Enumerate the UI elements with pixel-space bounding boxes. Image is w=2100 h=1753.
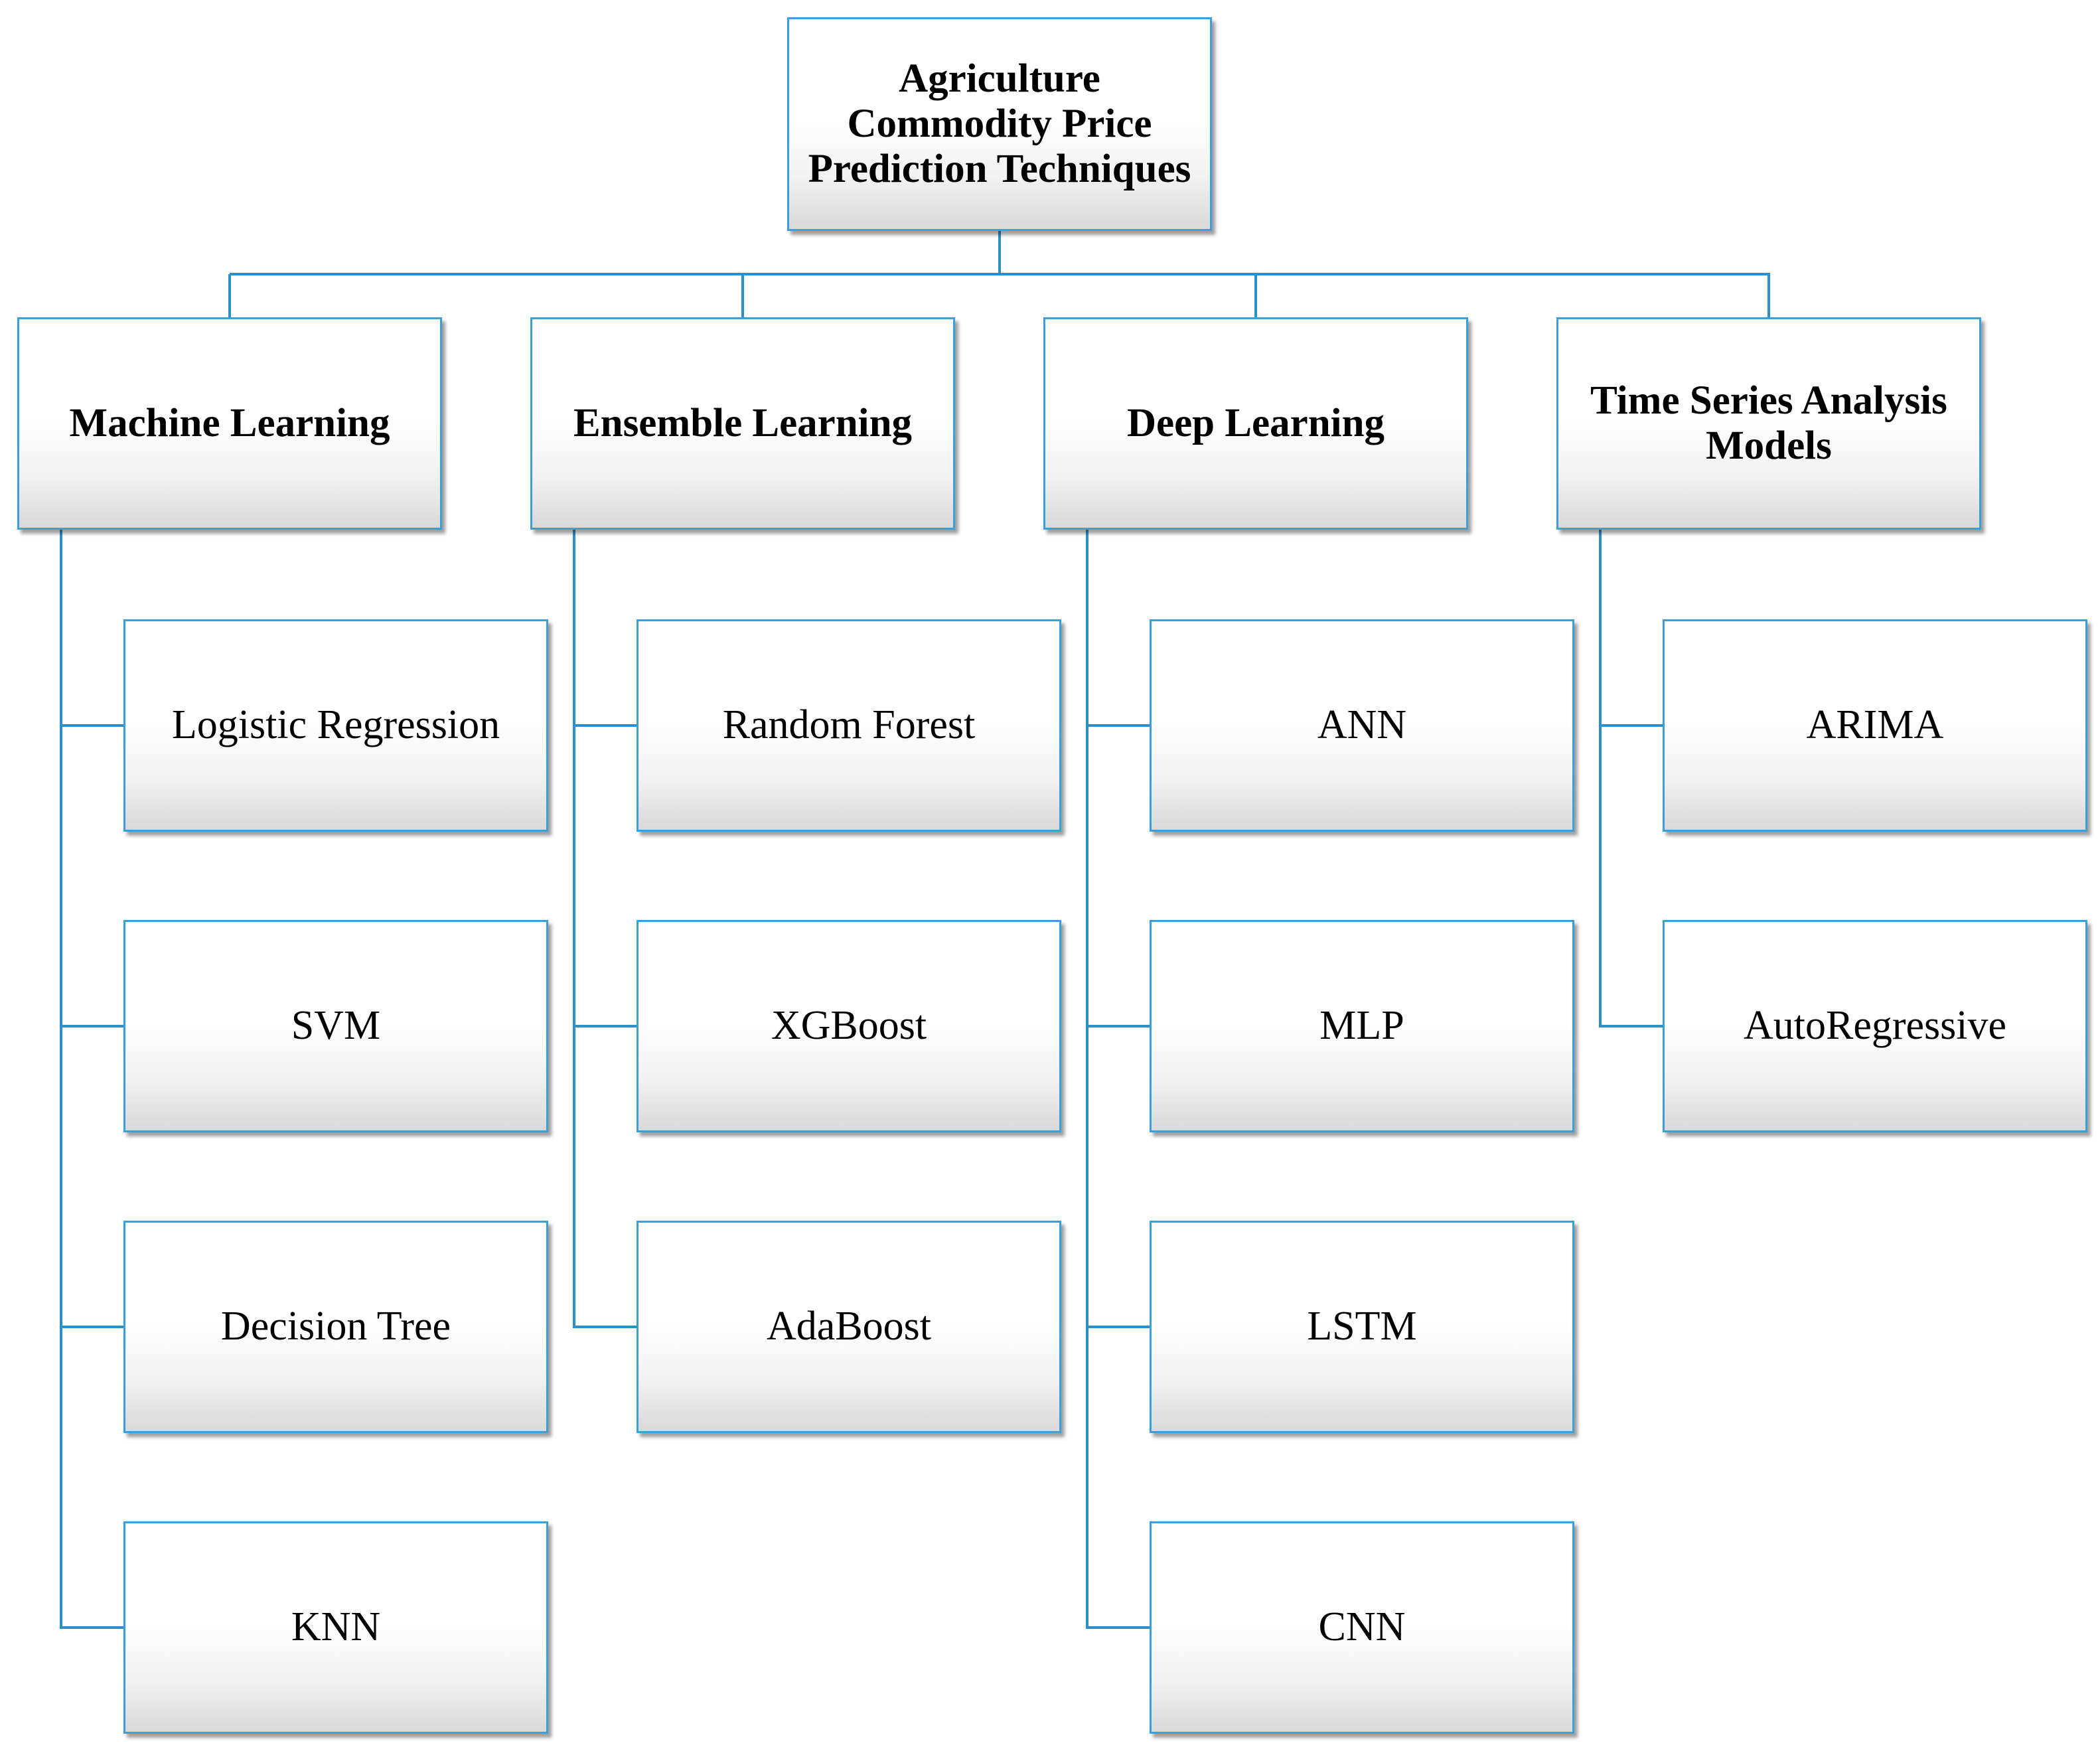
leaf-node-mlp-label: MLP (1319, 1003, 1404, 1049)
leaf-node-lstm-label: LSTM (1307, 1304, 1416, 1349)
leaf-node-random-forest: Random Forest (637, 619, 1061, 832)
branch-connector-ann (1087, 724, 1151, 727)
branch-connector-random-forest (574, 724, 638, 727)
category-node-machine-learning-line-1: Machine Learning (69, 400, 390, 445)
leaf-node-ann-label: ANN (1317, 702, 1406, 748)
leaf-node-svm: SVM (123, 920, 548, 1132)
branch-connector-cnn (1087, 1626, 1151, 1629)
spine-connector-ensemble-learning (573, 530, 575, 1328)
leaf-node-svm-text: SVM (291, 1003, 381, 1049)
category-drop-connector-1 (228, 274, 231, 319)
branch-connector-logistic-regression (61, 724, 125, 727)
category-node-time-series-analysis-models-line-1: Time Series Analysis (1590, 378, 1947, 423)
leaf-node-xgboost-text: XGBoost (771, 1003, 927, 1049)
spine-connector-time-series-analysis-models (1599, 530, 1602, 1028)
leaf-node-svm-label: SVM (291, 1003, 380, 1049)
category-node-time-series-analysis-models-line-2: Models (1706, 423, 1832, 468)
root-node-line-2: Commodity Price (847, 101, 1152, 146)
leaf-node-cnn: CNN (1150, 1521, 1574, 1734)
leaf-node-lstm: LSTM (1150, 1221, 1574, 1433)
leaf-node-random-forest-label: Random Forest (723, 702, 976, 748)
leaf-node-arima-label: ARIMA (1807, 702, 1944, 748)
leaf-node-autoregressive: AutoRegressive (1663, 920, 2087, 1132)
leaf-node-xgboost-label: XGBoost (771, 1003, 927, 1049)
leaf-node-autoregressive-label: AutoRegressive (1744, 1003, 2006, 1049)
leaf-node-ann: ANN (1150, 619, 1574, 832)
category-drop-connector-4 (1767, 274, 1770, 319)
category-node-deep-learning-line-1: Deep Learning (1126, 400, 1385, 445)
category-node-deep-learning-label: Deep Learning (1127, 401, 1385, 446)
leaf-node-adaboost: AdaBoost (637, 1221, 1061, 1433)
leaf-node-decision-tree-text: Decision Tree (220, 1304, 451, 1349)
leaf-node-decision-tree-label: Decision Tree (221, 1304, 451, 1349)
leaf-node-arima-text: ARIMA (1806, 702, 1944, 748)
category-drop-connector-2 (741, 274, 744, 319)
branch-connector-decision-tree (61, 1326, 125, 1328)
root-trunk-connector (998, 231, 1001, 275)
leaf-node-decision-tree: Decision Tree (123, 1221, 548, 1433)
spine-connector-machine-learning (60, 530, 62, 1629)
root-node-line-1: Agriculture (899, 56, 1100, 101)
leaf-node-ann-text: ANN (1317, 702, 1407, 748)
category-node-machine-learning: Machine Learning (17, 317, 442, 530)
leaf-node-logistic-regression-label: Logistic Regression (172, 702, 500, 748)
branch-connector-autoregressive (1600, 1025, 1664, 1028)
category-node-machine-learning-label: Machine Learning (70, 401, 390, 446)
leaf-node-mlp-text: MLP (1319, 1003, 1404, 1049)
leaf-node-cnn-label: CNN (1319, 1604, 1406, 1650)
branch-connector-knn (61, 1626, 125, 1629)
leaf-node-logistic-regression-text: Logistic Regression (171, 702, 500, 748)
leaf-node-knn: KNN (123, 1521, 548, 1734)
branch-connector-mlp (1087, 1025, 1151, 1028)
branch-connector-svm (61, 1025, 125, 1028)
leaf-node-lstm-text: LSTM (1307, 1304, 1417, 1349)
leaf-node-cnn-text: CNN (1318, 1604, 1406, 1650)
leaf-node-logistic-regression: Logistic Regression (123, 619, 548, 832)
branch-connector-adaboost (574, 1326, 638, 1328)
branch-connector-lstm (1087, 1326, 1151, 1328)
leaf-node-autoregressive-text: AutoRegressive (1743, 1003, 2007, 1049)
category-node-ensemble-learning-line-1: Ensemble Learning (573, 400, 913, 445)
spine-connector-deep-learning (1086, 530, 1088, 1629)
leaf-node-knn-label: KNN (291, 1604, 380, 1650)
category-bus-connector (230, 273, 1770, 275)
category-node-deep-learning: Deep Learning (1043, 317, 1468, 530)
leaf-node-adaboost-text: AdaBoost (767, 1304, 931, 1349)
category-drop-connector-3 (1254, 274, 1257, 319)
leaf-node-adaboost-label: AdaBoost (767, 1304, 931, 1349)
leaf-node-arima: ARIMA (1663, 619, 2087, 832)
leaf-node-random-forest-text: Random Forest (722, 702, 976, 748)
root-node-line-3: Prediction Techniques (808, 147, 1191, 192)
category-node-ensemble-learning-label: Ensemble Learning (573, 401, 912, 446)
leaf-node-knn-text: KNN (291, 1604, 381, 1650)
branch-connector-arima (1600, 724, 1664, 727)
category-node-ensemble-learning: Ensemble Learning (530, 317, 955, 530)
leaf-node-xgboost: XGBoost (637, 920, 1061, 1132)
leaf-node-mlp: MLP (1150, 920, 1574, 1132)
branch-connector-xgboost (574, 1025, 638, 1028)
